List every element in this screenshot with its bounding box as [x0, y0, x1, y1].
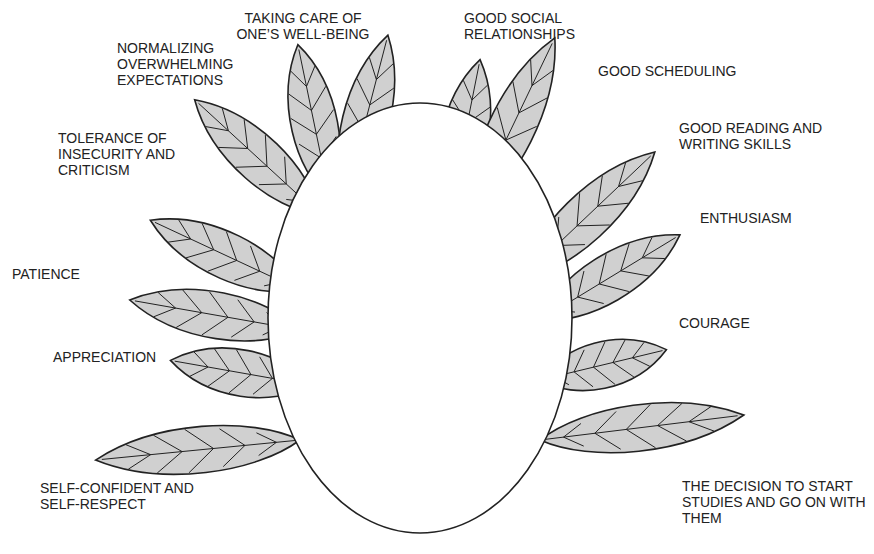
- leaf-label: APPRECIATION: [53, 349, 183, 365]
- leaf-label: COURAGE: [679, 315, 779, 331]
- leaf-label: GOOD SOCIAL RELATIONSHIPS: [464, 10, 589, 42]
- leaf: [537, 392, 747, 463]
- leaf-label: ENTHUSIASM: [700, 210, 820, 226]
- leaf-label: NORMALIZING OVERWHELMING EXPECTATIONS: [117, 40, 242, 88]
- leaf: [93, 417, 302, 483]
- leaf-label: TAKING CARE OF ONE’S WELL-BEING: [228, 10, 378, 42]
- leaf-label: TOLERANCE OF INSECURITY AND CRITICISM: [58, 130, 188, 178]
- leaf-label: PATIENCE: [12, 266, 112, 282]
- leaf-label: SELF-CONFIDENT AND SELF-RESPECT: [40, 480, 205, 512]
- leaf-label: THE DECISION TO START STUDIES AND GO ON …: [682, 478, 868, 526]
- leaf-label: GOOD SCHEDULING: [598, 63, 748, 79]
- center-oval: [268, 103, 572, 533]
- leaf-label: GOOD READING AND WRITING SKILLS: [679, 120, 844, 152]
